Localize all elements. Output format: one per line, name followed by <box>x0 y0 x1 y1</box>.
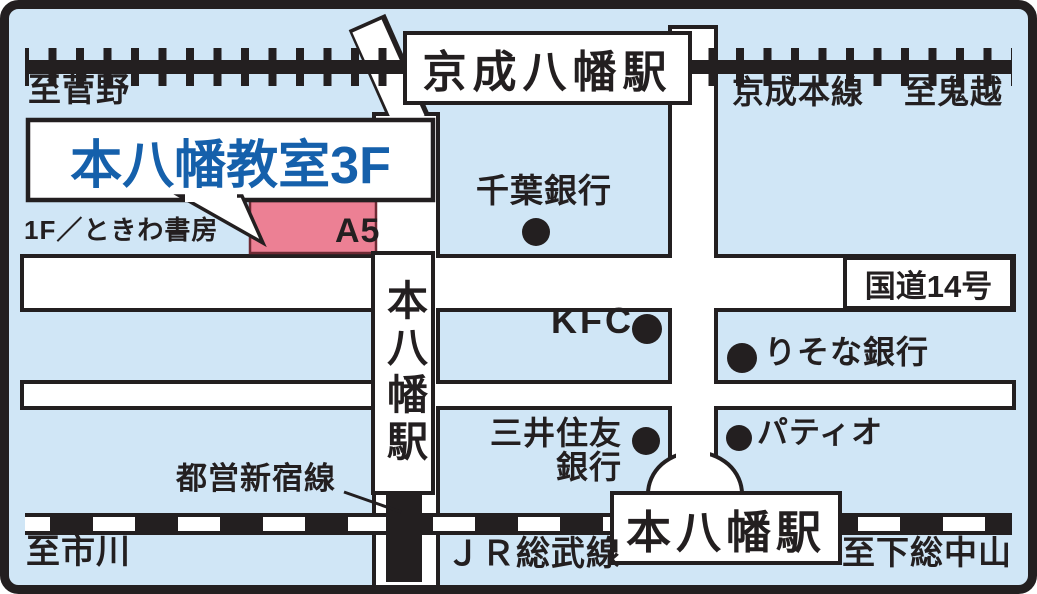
keisei-yawata-station-box <box>403 31 692 105</box>
smbc-dot <box>632 427 660 455</box>
chiba-bank-dot <box>522 218 550 246</box>
direction-ichikawa-label: 至市川 <box>26 533 131 571</box>
floor-note-label: 1F／ときわ書房 <box>24 215 219 245</box>
direction-shimosa-nakayama-label: 至下総中山 <box>842 534 1012 571</box>
motoyawata-station-vertical-label: 本八幡駅 <box>380 279 427 467</box>
motoyawata-station-vertical-box <box>371 251 435 495</box>
patio-dot <box>726 425 752 451</box>
smbc-label-line1: 三井住友 <box>489 415 622 451</box>
chiba-bank-label: 千葉銀行 <box>476 172 612 209</box>
toei-shinjuku-pointer-line <box>343 490 402 514</box>
direction-onigoe-label: 至鬼越 <box>904 74 1004 110</box>
direction-sugano-label: 至菅野 <box>28 71 130 108</box>
toei-shinjuku-line-marker <box>386 488 422 582</box>
patio-label: パティオ <box>757 415 884 450</box>
smbc-label: 三井住友 銀行 <box>489 415 622 485</box>
resona-bank-dot <box>727 343 757 373</box>
keisei-main-line-label: 京成本線 <box>732 74 865 110</box>
keisei-yawata-station-label: 京成八幡駅 <box>422 48 673 97</box>
classroom-name-label: 本八幡教室3F <box>70 136 391 195</box>
kfc-dot <box>632 314 662 344</box>
route-14-label: 国道14号 <box>864 268 993 304</box>
classroom-callout-tail-patch <box>185 193 237 202</box>
toei-shinjuku-line-label: 都営新宿線 <box>176 461 336 496</box>
motoyawata-jr-station-label: 本八幡駅 <box>625 506 826 558</box>
jr-sobu-line-label: ＪＲ総武線 <box>446 535 621 573</box>
motoyawata-jr-station-box <box>610 491 842 565</box>
route-14-sign-box <box>843 256 1014 310</box>
smbc-label-line2: 銀行 <box>555 448 622 485</box>
station-plaza-junction-patch <box>676 446 710 482</box>
exit-a5-label: A5 <box>335 212 381 250</box>
resona-bank-label: りそな銀行 <box>764 334 930 370</box>
classroom-callout-box <box>25 117 436 203</box>
kfc-label: KFC <box>551 300 634 341</box>
